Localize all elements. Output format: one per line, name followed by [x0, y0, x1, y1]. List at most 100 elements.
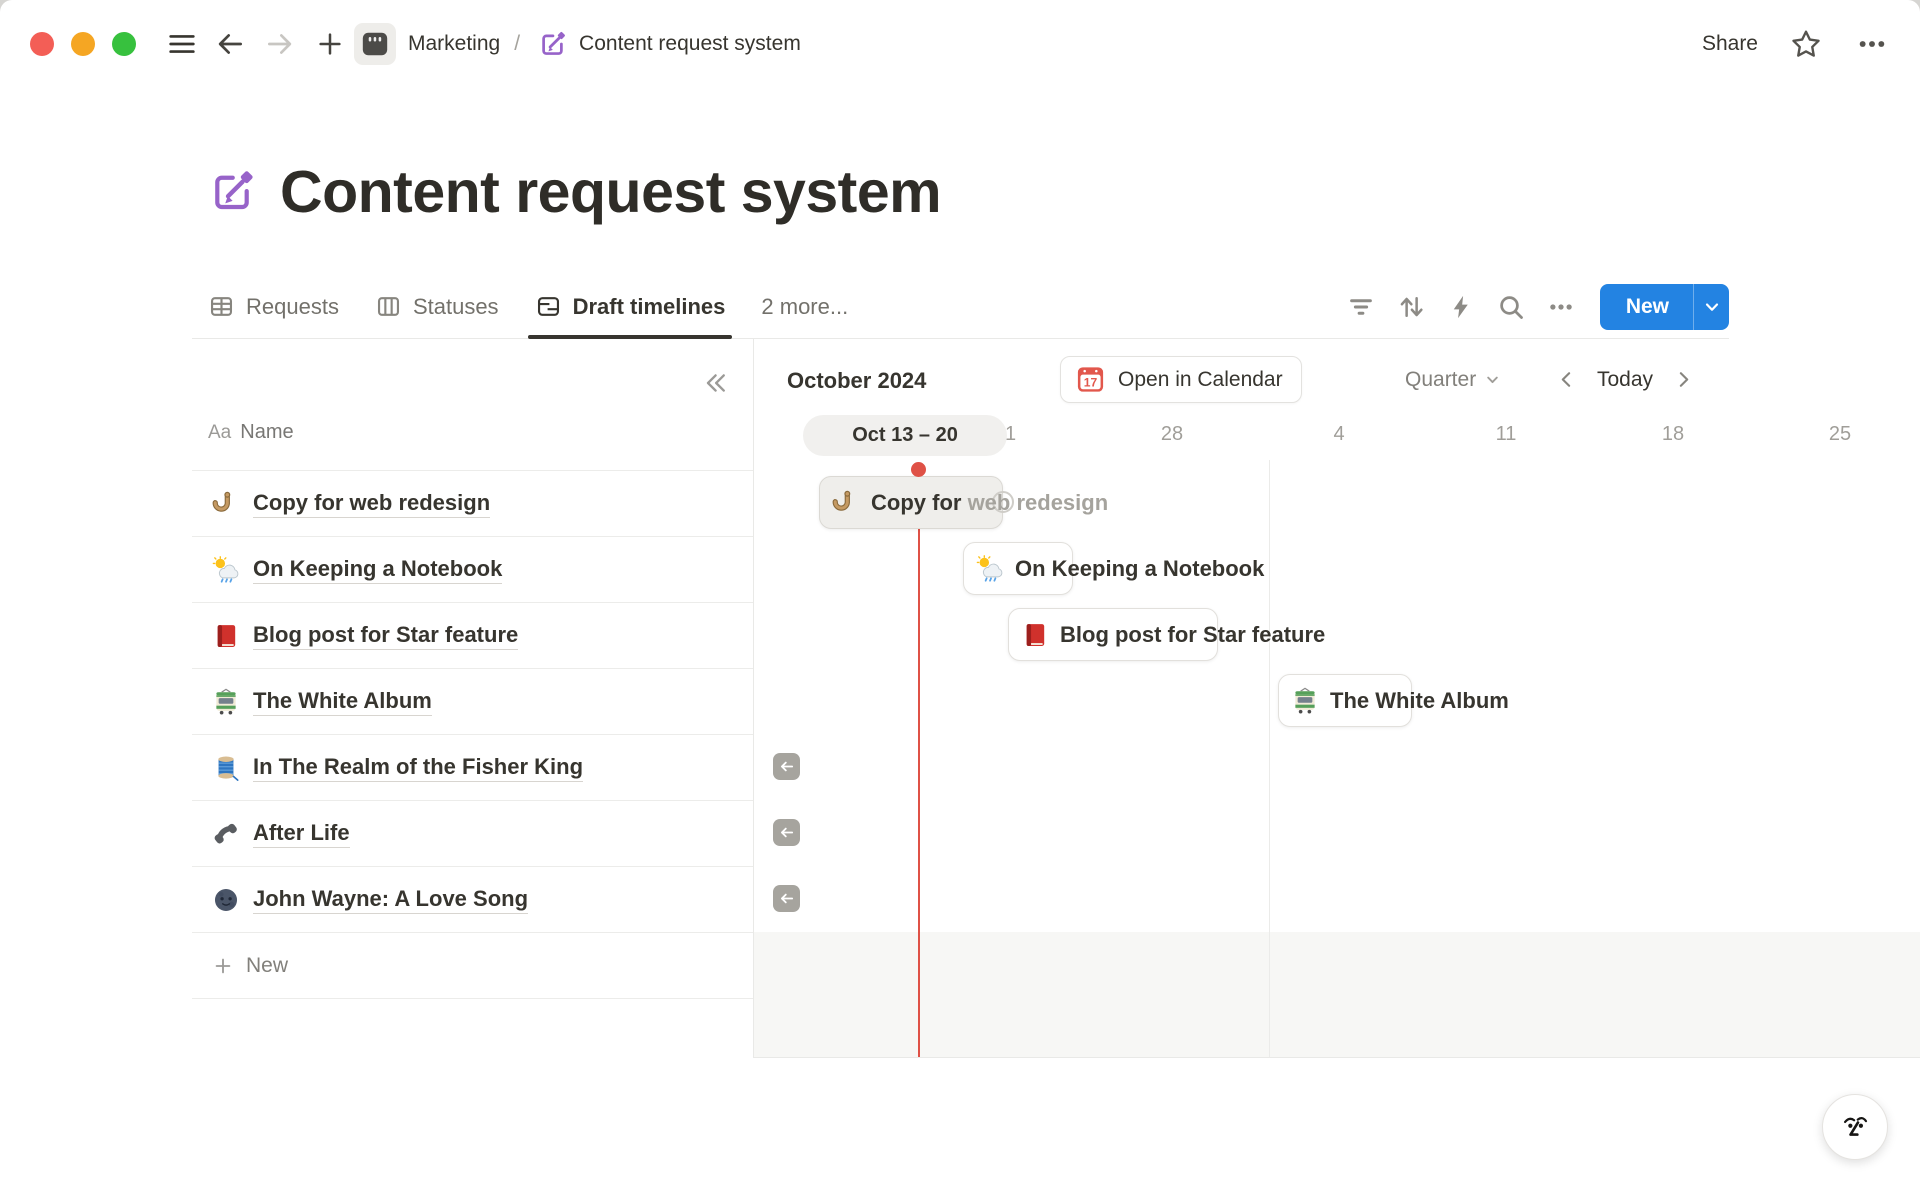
svg-text:17: 17	[1084, 375, 1098, 389]
date-tick: 28	[1161, 423, 1183, 446]
new-page-button[interactable]	[312, 26, 348, 62]
zoom-window-button[interactable]	[112, 32, 136, 56]
timeline-zoom-value: Quarter	[1405, 368, 1476, 392]
topbar: Marketing / Content request system Share	[0, 0, 1920, 88]
title-property-icon: Aa	[208, 422, 231, 444]
open-in-calendar-label: Open in Calendar	[1118, 368, 1283, 392]
share-button[interactable]: Share	[1702, 32, 1758, 56]
page-compose-icon[interactable]	[208, 168, 256, 216]
open-in-calendar-button[interactable]: 17 Open in Calendar	[1060, 356, 1302, 403]
calendar-icon: 17	[1075, 364, 1106, 395]
search-button[interactable]	[1490, 286, 1532, 328]
timeline-bar[interactable]	[819, 476, 1003, 529]
arrow-left-icon	[778, 890, 795, 907]
table-row[interactable]: On Keeping a Notebook	[192, 537, 753, 603]
name-column-header[interactable]: Aa Name	[208, 421, 294, 444]
row-title[interactable]: John Wayne: A Love Song	[253, 885, 528, 915]
tab-label: Requests	[246, 294, 339, 320]
timeline-icon	[535, 293, 562, 320]
timeline-zoom-select[interactable]: Quarter	[1405, 356, 1502, 403]
row-title[interactable]: Blog post for Star feature	[253, 621, 518, 651]
timeline-date-row: 21284111825 Oct 13 – 20	[754, 414, 1920, 460]
bar-resize-handle[interactable]	[992, 491, 1014, 513]
table-row[interactable]: Blog post for Star feature	[192, 603, 753, 669]
next-period-button[interactable]	[1673, 369, 1694, 390]
row-title[interactable]: On Keeping a Notebook	[253, 555, 502, 585]
page-title[interactable]: Content request system	[280, 158, 941, 226]
back-button[interactable]	[212, 26, 248, 62]
new-record-button[interactable]: New	[1600, 284, 1729, 330]
table-row[interactable]: After Life	[192, 801, 753, 867]
close-window-button[interactable]	[30, 32, 54, 56]
collapse-table-button[interactable]	[698, 367, 732, 399]
scroll-to-bar-button[interactable]	[773, 819, 800, 846]
plus-icon	[315, 29, 345, 59]
workspace-box-icon	[360, 29, 390, 59]
arrow-left-icon	[778, 758, 795, 775]
plus-icon	[212, 955, 234, 977]
tram-emoji	[212, 688, 240, 716]
tab-label: Statuses	[413, 294, 499, 320]
new-record-dropdown[interactable]	[1693, 284, 1729, 330]
favorite-button[interactable]	[1788, 26, 1824, 62]
tab-label: 2 more...	[761, 294, 848, 320]
notion-ai-button[interactable]	[1822, 1094, 1888, 1160]
prev-period-button[interactable]	[1556, 369, 1577, 390]
timeline-panel: October 2024 17 Open in Calendar Quarter…	[753, 339, 1920, 1058]
moon-face-emoji	[212, 886, 240, 914]
new-record-label[interactable]: New	[1600, 284, 1693, 330]
bar-title-overflow: Album	[1440, 688, 1508, 713]
page-more-button[interactable]	[1854, 26, 1890, 62]
table-rows: Copy for web redesign On Keeping a Notebo…	[192, 470, 753, 999]
forward-button[interactable]	[262, 26, 298, 62]
traffic-lights	[30, 32, 136, 56]
tab-statuses[interactable]: Statuses	[375, 275, 499, 338]
filter-button[interactable]	[1340, 286, 1382, 328]
breadcrumb-page-label[interactable]: Content request system	[579, 32, 801, 56]
tab-requests[interactable]: Requests	[208, 275, 339, 338]
more-icon	[1856, 28, 1888, 60]
selected-week-pill[interactable]: Oct 13 – 20	[803, 415, 1007, 456]
row-title[interactable]: The White Album	[253, 687, 432, 717]
thread-emoji	[212, 754, 240, 782]
breadcrumb-workspace-label[interactable]: Marketing	[408, 32, 500, 56]
date-tick: 11	[1496, 423, 1517, 446]
minimize-window-button[interactable]	[71, 32, 95, 56]
page-header: Content request system	[208, 158, 941, 226]
board-icon	[375, 293, 402, 320]
automations-bolt-button[interactable]	[1440, 286, 1482, 328]
chevron-down-icon	[1483, 370, 1502, 389]
new-row-label: New	[246, 954, 288, 978]
ai-face-icon	[1836, 1108, 1874, 1146]
today-dot	[911, 462, 926, 477]
hamburger-icon	[166, 28, 198, 60]
table-row[interactable]: The White Album	[192, 669, 753, 735]
table-row[interactable]: In The Realm of the Fisher King	[192, 735, 753, 801]
table-row[interactable]: Copy for web redesign	[192, 471, 753, 537]
compose-icon	[538, 30, 567, 59]
timeline-bar[interactable]	[963, 542, 1073, 595]
sun-rain-emoji	[212, 556, 240, 584]
today-line	[918, 468, 920, 1057]
sort-button[interactable]	[1390, 286, 1432, 328]
timeline-bar[interactable]	[1008, 608, 1218, 661]
tab-draft-timelines[interactable]: Draft timelines	[535, 275, 726, 338]
table-row[interactable]: John Wayne: A Love Song	[192, 867, 753, 933]
view-tabs-row: Requests Statuses Draft timelines 2 more...…	[192, 275, 1729, 339]
view-more-button[interactable]	[1540, 286, 1582, 328]
scroll-to-bar-button[interactable]	[773, 885, 800, 912]
arrow-right-icon	[264, 28, 296, 60]
scroll-to-bar-button[interactable]	[773, 753, 800, 780]
table-new-row-button[interactable]: New	[192, 933, 753, 999]
sidebar-menu-button[interactable]	[164, 26, 200, 62]
today-button[interactable]: Today	[1597, 368, 1653, 392]
row-title[interactable]: Copy for web redesign	[253, 489, 490, 519]
breadcrumb-workspace[interactable]	[354, 23, 396, 65]
timeline-nav: Today	[1556, 356, 1694, 403]
row-title[interactable]: After Life	[253, 819, 350, 849]
row-title[interactable]: In The Realm of the Fisher King	[253, 753, 583, 783]
arrow-left-icon	[778, 824, 795, 841]
tab-more-views[interactable]: 2 more...	[761, 275, 848, 338]
timeline-bar[interactable]	[1278, 674, 1412, 727]
